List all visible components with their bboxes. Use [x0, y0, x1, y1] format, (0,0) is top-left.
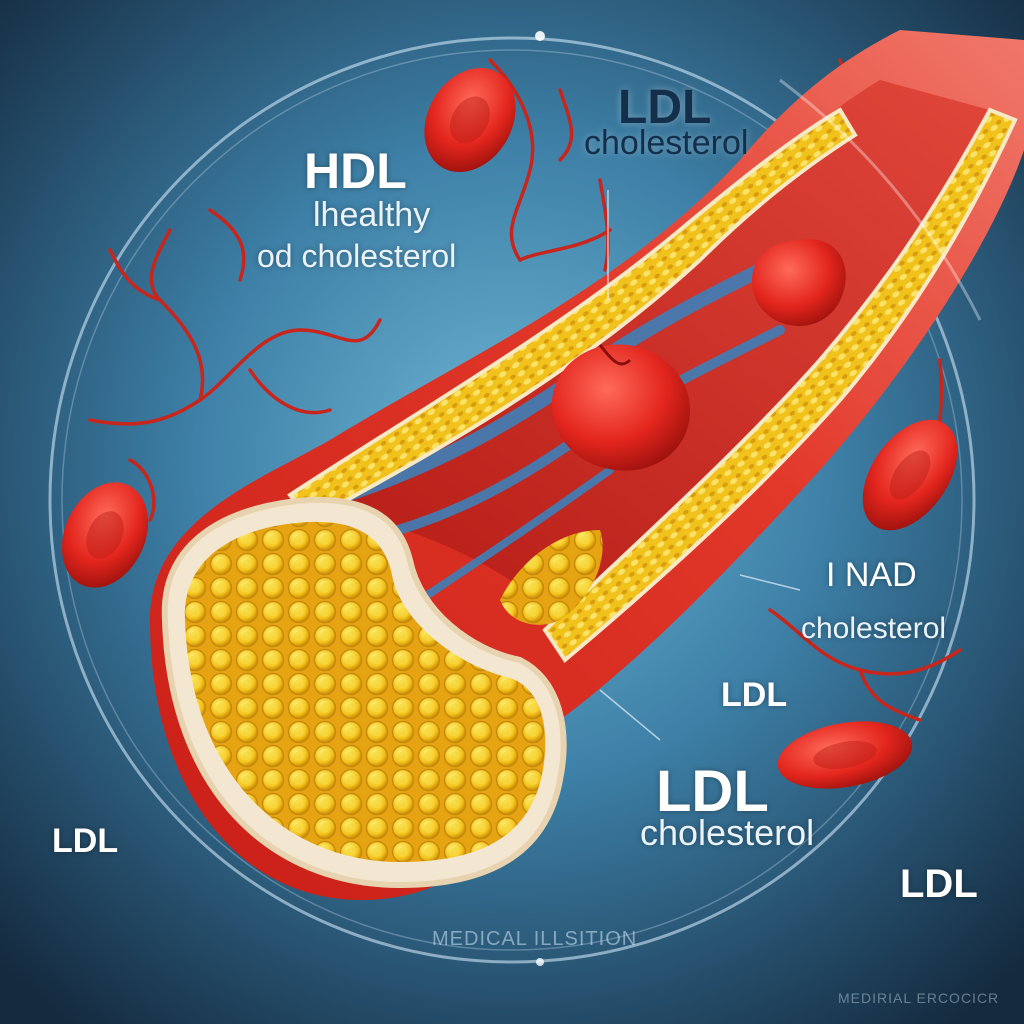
ldl-top-subtitle: cholesterol [584, 124, 749, 162]
glass-ring-inner [61, 49, 963, 951]
glass-ring [48, 36, 976, 964]
watermark-center: MEDICAL ILLSITION [432, 928, 638, 950]
hdl-line1: lhealthy [313, 196, 431, 234]
ldl-bottom-subtitle: cholesterol [640, 812, 815, 853]
ring-sparkle-bottom [536, 958, 544, 966]
nad-title: I NAD [826, 556, 917, 594]
ldl-bottom-title: LDL [656, 759, 769, 824]
cross-section-plaque [184, 521, 546, 862]
hdl-line2: od cholesterol [257, 238, 457, 274]
red-blood-cells [61, 67, 958, 789]
plaque-upper [287, 107, 858, 523]
watermark-corner: MEDIRIAL ERCOCICR [838, 990, 1000, 1006]
hdl-title: HDL [304, 143, 407, 199]
plaque-clump [500, 530, 603, 625]
glass-highlight [779, 78, 982, 321]
ring-sparkle-top [535, 31, 545, 41]
leader-lines [599, 190, 801, 741]
ldl-middle-label: LDL [721, 676, 788, 714]
nad-subtitle: cholesterol [801, 612, 947, 645]
ldl-left-label: LDL [52, 822, 119, 860]
ldl-top-title: LDL [618, 81, 712, 134]
plaque-lower [542, 107, 1018, 663]
ldl-right-label: LDL [900, 862, 978, 906]
